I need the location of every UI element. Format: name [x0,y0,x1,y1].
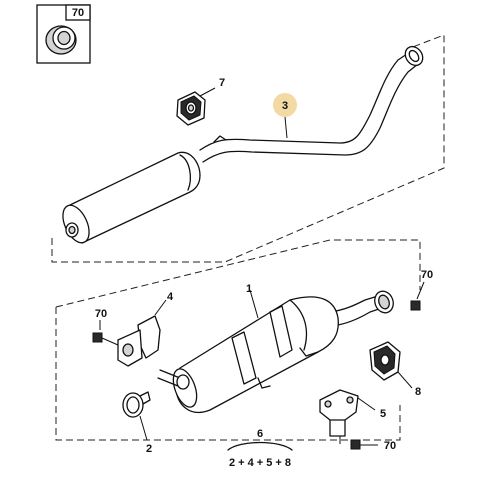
callout-8: 8 [415,386,421,398]
lower-outline-top [55,239,421,308]
bracket-5 [319,389,376,444]
hanger-8 [369,341,413,389]
lower-assembly-outline [55,307,401,441]
rubber-mount-7 [176,87,216,126]
inset-callout: 70 [72,7,84,19]
nut-right-70 [410,281,425,311]
callout-70-bottom: 70 [384,440,396,452]
gasket-ring-icon [45,25,77,55]
callout-2: 2 [146,443,152,455]
callout-5: 5 [380,408,386,420]
callout-4: 4 [167,291,174,303]
nut-bottom-70 [350,439,378,450]
kit-6-label: 6 2 + 4 + 5 + 8 [227,428,293,469]
upper-assembly-outline [51,34,445,263]
intermediate-pipe-3 [62,45,424,244]
callout-70-right: 70 [421,269,433,281]
kit-contents: 2 + 4 + 5 + 8 [229,457,291,469]
callout-6: 6 [257,428,263,440]
callout-70-left: 70 [95,308,107,320]
inset-gasket-box: 70 [36,4,91,64]
clamp-2 [122,391,151,441]
callout-3: 3 [282,100,288,112]
bracket-4 [117,299,167,367]
callout-7: 7 [219,77,225,89]
nut-left-70 [92,320,119,346]
rear-silencer-1 [157,289,394,414]
callout-1: 1 [246,283,252,295]
callout-3-highlight: 3 [273,93,297,139]
